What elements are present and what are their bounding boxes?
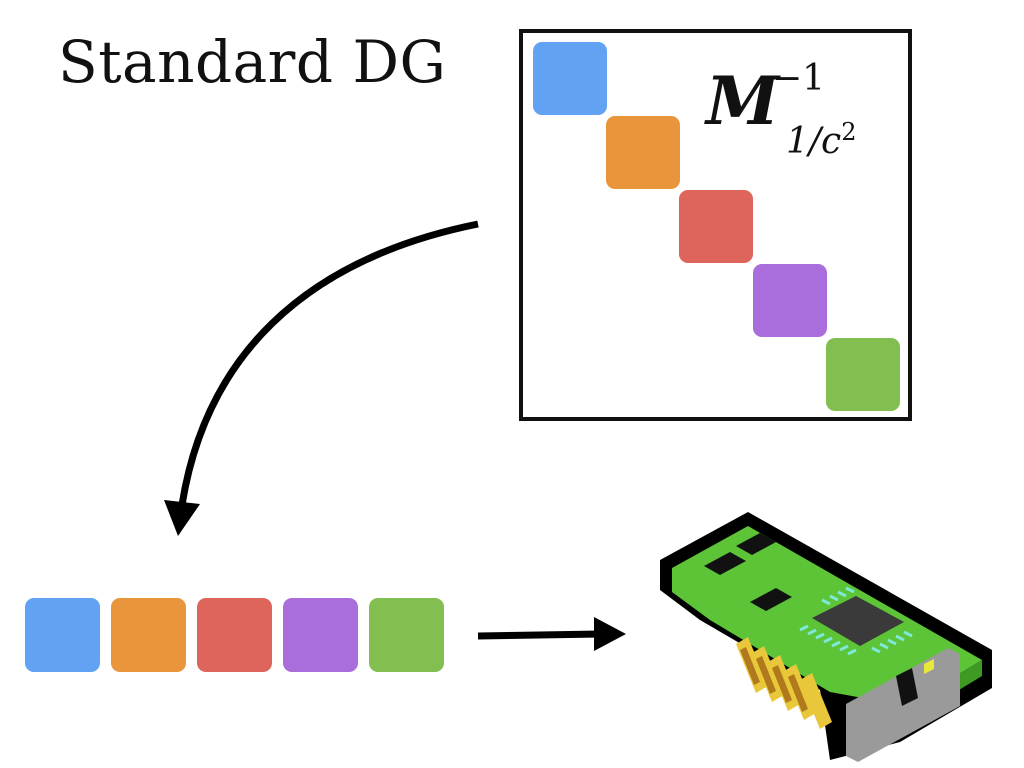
matrix-label-subscript-base: 1/c (786, 121, 842, 162)
matrix-label-symbol: M (706, 62, 780, 140)
vector-block-2 (111, 598, 186, 672)
vector-block-4 (283, 598, 358, 672)
matrix-label: M −1 1/c2 (706, 58, 856, 162)
matrix-block-2 (606, 116, 680, 189)
matrix-block-3 (679, 190, 753, 263)
straight-arrow (477, 630, 601, 640)
matrix-block-4 (753, 264, 827, 337)
vector-block-3 (197, 598, 272, 672)
diagram-title: Standard DG (58, 28, 447, 96)
matrix-block-5 (826, 338, 900, 411)
vector-block-1 (25, 598, 100, 672)
straight-arrow-head (594, 617, 626, 651)
vector-block-5 (369, 598, 444, 672)
vector-blocks (25, 598, 444, 672)
curved-arrow (178, 220, 479, 506)
curved-arrow-head (164, 500, 200, 536)
network-card-icon (660, 512, 992, 762)
matrix-block-1 (533, 42, 607, 115)
matrix-label-subscript-power: 2 (841, 118, 857, 146)
matrix-label-superscript: −1 (772, 58, 826, 99)
matrix-diagonal-blocks (533, 42, 900, 411)
matrix-label-subscript: 1/c2 (786, 118, 856, 162)
